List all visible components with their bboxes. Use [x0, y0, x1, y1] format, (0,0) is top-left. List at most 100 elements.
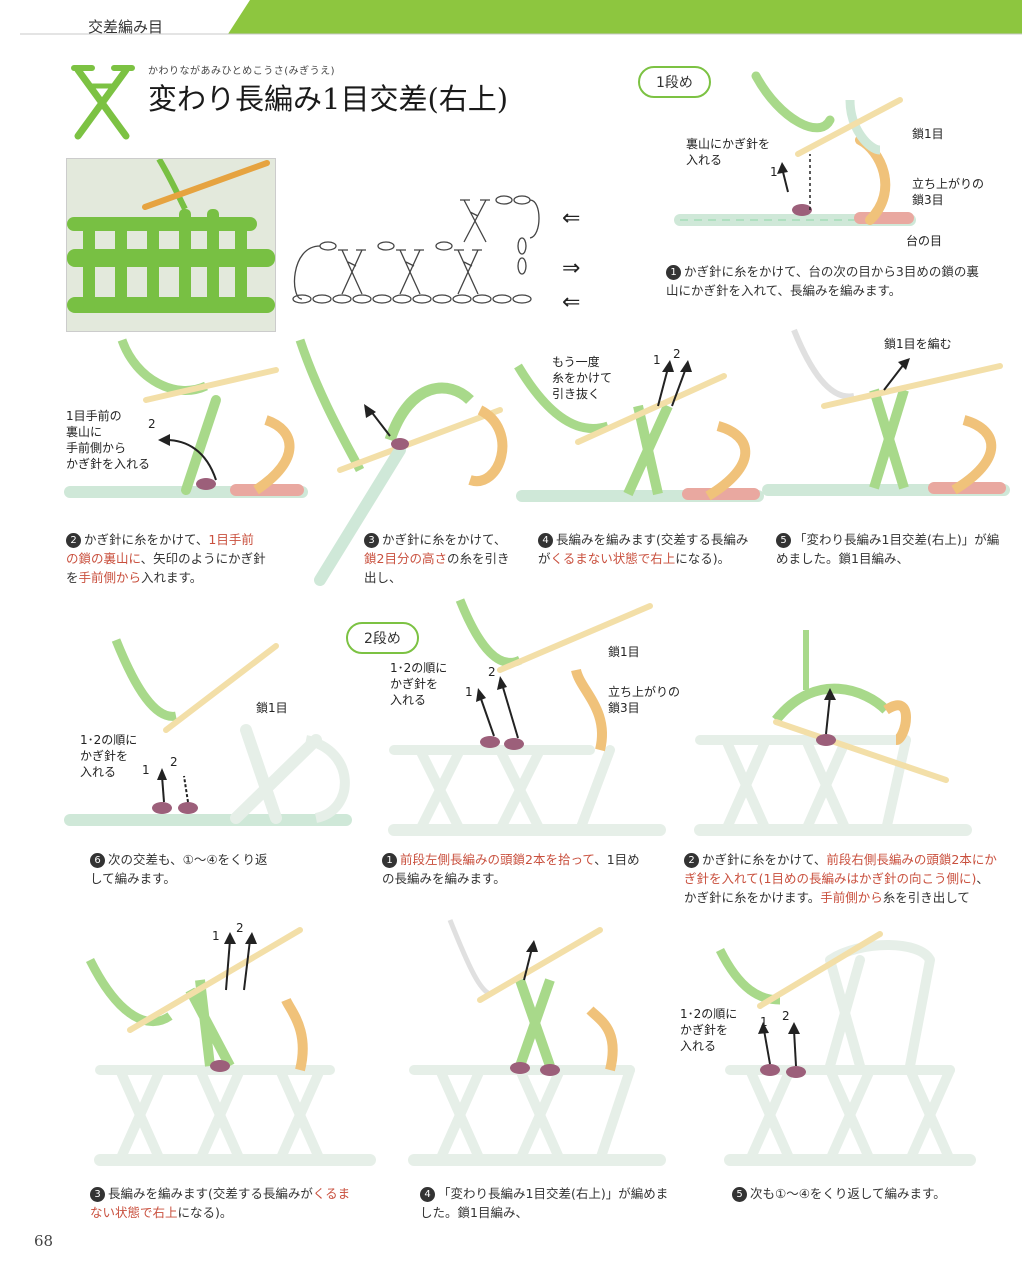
caption-text-c: 、矢印のようにかぎ針を	[66, 551, 266, 585]
label-jun-r1s6: 1･2の順に かぎ針を 入れる	[80, 733, 138, 779]
caption-highlight: 前段左側長編みの頭鎖2本を拾って	[400, 852, 595, 867]
row1-direction-arrow: ⇒	[562, 256, 581, 281]
caption-text-c: になる)。	[675, 551, 731, 566]
caption-row2-step4: 4「変わり長編み1目交差(右上)」が編めました。鎖1目編み、	[420, 1184, 670, 1222]
label-chain1: 鎖1目	[912, 127, 944, 141]
base-direction-arrow: ⇐	[562, 290, 581, 315]
sample-photo	[66, 158, 276, 332]
page-title: 変わり長編み1目交差(右上)	[148, 82, 509, 116]
caption-text: かぎ針に糸をかけて、台の次の目から3目めの鎖の裏山にかぎ針を入れて、長編みを編み…	[666, 264, 979, 298]
step-number-badge: 1	[382, 853, 397, 868]
label-tachiagari: 立ち上がりの 鎖3目	[912, 177, 985, 207]
row1-step1-illustration	[674, 71, 916, 226]
step-number-badge: 2	[66, 533, 81, 548]
chart-base-chains	[292, 294, 532, 304]
label-tachiagari-r2s1: 立ち上がりの 鎖3目	[608, 685, 681, 715]
step-number-badge: 5	[776, 533, 791, 548]
label-step1-arrow-number: 1	[770, 165, 778, 179]
step-number-badge: 6	[90, 853, 105, 868]
caption-highlight: くるまない状態で右上	[550, 551, 676, 566]
label-jun-r2s1: 1･2の順に かぎ針を 入れる	[390, 661, 448, 707]
step-number-badge: 2	[684, 853, 699, 868]
caption-highlight: 手前側から	[78, 570, 142, 585]
header-band	[0, 0, 1022, 35]
sample-photo-graphic	[67, 159, 275, 331]
caption-text-a: かぎ針に糸をかけて、	[84, 532, 209, 547]
row2-step5-illustration	[715, 931, 976, 1166]
caption-highlight: 鎖2目分の高さ	[364, 551, 447, 566]
section-label: 交差編み目	[88, 18, 164, 36]
chart-row1-chains	[319, 237, 527, 275]
caption-text: 次の交差も、①～④をくり返して編みます。	[90, 852, 268, 886]
caption-text-a: かぎ針に糸をかけて、	[382, 532, 507, 547]
row2-step4-illustration	[408, 919, 666, 1166]
label-r1s6-arrow-number-1: 1	[142, 763, 150, 777]
title-ruby: かわりながあみひとめこうさ(みぎうえ)	[148, 66, 336, 77]
caption-highlight: くるまない状態で右上	[90, 1186, 351, 1220]
step-number-badge: 5	[732, 1187, 747, 1202]
caption-highlight: 手前側から	[820, 890, 883, 905]
label-r2s5-arrow-number-1: 1	[760, 1015, 768, 1029]
caption-text-e: 入れます。	[141, 570, 203, 585]
label-jun-r2s5: 1･2の順に かぎ針を 入れる	[680, 1007, 738, 1053]
header-band-graphic	[0, 0, 1022, 35]
label-dai: 台の目	[906, 234, 943, 248]
label-step4-arrow-number-2: 2	[673, 347, 681, 361]
row2-step3-illustration	[85, 927, 376, 1166]
caption-text-a: 長編みを編みます(交差する長編みが	[538, 532, 749, 566]
step-number-badge: 4	[420, 1187, 435, 1202]
caption-text: 「変わり長編み1目交差(右上)」が編めました。鎖1目編み、	[776, 532, 1000, 566]
step-number-badge: 3	[90, 1187, 105, 1202]
row2-step1-illustration	[388, 598, 666, 836]
row1-step3-illustration	[295, 338, 508, 586]
chart-row2	[460, 195, 540, 243]
label-r2s1-arrow-number-2: 2	[488, 665, 496, 679]
row2-step2-illustration	[694, 630, 972, 836]
caption-text-c: 、かぎ針に糸をかけます。	[684, 871, 989, 905]
row1-step6-illustration	[64, 638, 352, 826]
label-temae: 1目手前の 裏山に 手前側から かぎ針を入れる	[66, 409, 151, 471]
row1-step4-illustration	[514, 360, 764, 502]
symbol-chart	[292, 195, 540, 304]
caption-highlight: 1目手前の鎖の裏山に	[66, 532, 254, 566]
step-number-badge: 1	[666, 265, 681, 280]
caption-text-a: 長編みを編みます(交差する長編みが	[108, 1186, 313, 1201]
row1-label: 1段め	[638, 66, 711, 98]
caption-text-c: の糸を引き出し、	[364, 551, 510, 585]
step-number-badge: 3	[364, 533, 379, 548]
label-moichido: もう一度 糸をかけて 引き抜く	[552, 355, 613, 401]
label-urayama: 裏山にかぎ針を 入れる	[686, 137, 771, 167]
label-r2s3-arrow-number-2: 2	[236, 921, 244, 935]
caption-text-a: かぎ針に糸をかけて、	[702, 852, 827, 867]
step-number-badge: 4	[538, 533, 553, 548]
label-kusari-amu: 鎖1目を編む	[884, 337, 952, 351]
row1-step5-illustration	[762, 328, 1010, 496]
caption-row1-step5: 5「変わり長編み1目交差(右上)」が編めました。鎖1目編み、	[776, 530, 1002, 568]
label-chain1-r1s6: 鎖1目	[256, 701, 288, 715]
label-r2s1-arrow-number-1: 1	[465, 685, 473, 699]
cross-stitch-symbol-icon	[71, 65, 135, 140]
label-r2s3-arrow-number-1: 1	[212, 929, 220, 943]
row2-direction-arrow: ⇐	[562, 206, 581, 231]
label-step2-arrow-number: 2	[148, 417, 156, 431]
row2-label: 2段め	[346, 622, 419, 654]
caption-text: 「変わり長編み1目交差(右上)」が編めました。鎖1目編み、	[420, 1186, 669, 1220]
page-number: 68	[34, 1232, 54, 1250]
caption-text-b: 、1目めの長編みを編みます。	[382, 852, 640, 886]
label-step4-arrow-number-1: 1	[653, 353, 661, 367]
caption-text-e: 糸を引き出して	[882, 890, 970, 905]
caption-highlight: 前段右側長編みの頭鎖2本にかぎ針を入れて(1目めの長編みはかぎ針の向こう側に)	[684, 852, 997, 886]
label-r2s5-arrow-number-2: 2	[782, 1009, 790, 1023]
caption-text-c: になる)。	[177, 1205, 233, 1220]
caption-text: 次も①～④をくり返して編みます。	[750, 1186, 946, 1201]
label-chain1-r2s1: 鎖1目	[608, 645, 640, 659]
